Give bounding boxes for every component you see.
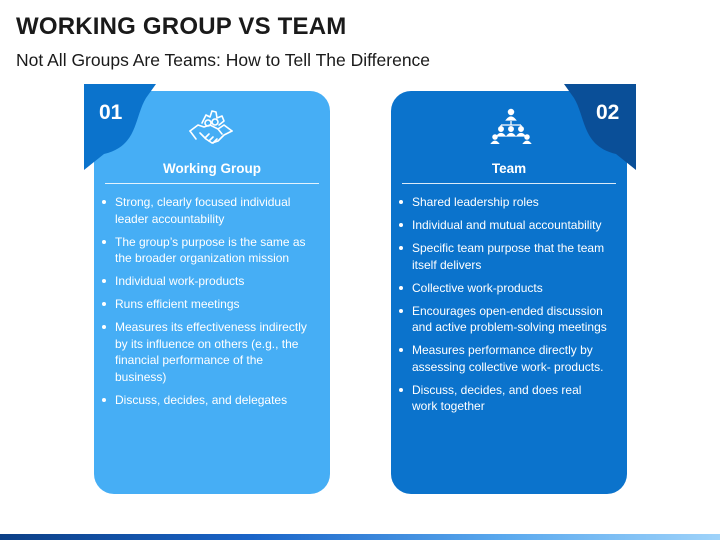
page-title: WORKING GROUP VS TEAM bbox=[16, 13, 347, 40]
bottom-accent-bar bbox=[0, 534, 720, 540]
list-item: Strong, clearly focused individual leade… bbox=[100, 194, 312, 227]
list-item: Runs efficient meetings bbox=[100, 296, 312, 313]
team-divider bbox=[402, 183, 616, 184]
working-group-points: Strong, clearly focused individual leade… bbox=[100, 194, 312, 415]
handshake-gear-icon bbox=[188, 107, 234, 154]
list-item: Discuss, decides, and does real work tog… bbox=[397, 382, 609, 415]
working-group-heading: Working Group bbox=[163, 161, 261, 176]
list-item: Measures its effectiveness indirectly by… bbox=[100, 319, 312, 385]
list-item: The group’s purpose is the same as the b… bbox=[100, 234, 312, 267]
team-number-tab bbox=[564, 84, 636, 170]
team-number: 02 bbox=[596, 101, 620, 124]
list-item: Collective work-products bbox=[397, 280, 609, 297]
team-hierarchy-icon bbox=[490, 108, 532, 149]
list-item: Specific team purpose that the team itse… bbox=[397, 240, 609, 273]
list-item: Individual work-products bbox=[100, 273, 312, 290]
list-item: Encourages open-ended discussion and act… bbox=[397, 303, 609, 336]
team-heading: Team bbox=[491, 161, 527, 176]
team-card bbox=[391, 91, 627, 494]
list-item: Shared leadership roles bbox=[397, 194, 609, 211]
team-points: Shared leadership roles Individual and m… bbox=[397, 194, 609, 421]
list-item: Individual and mutual accountability bbox=[397, 217, 609, 234]
working-group-number: 01 bbox=[99, 101, 123, 124]
working-group-divider bbox=[105, 183, 319, 184]
list-item: Measures performance directly by assessi… bbox=[397, 342, 609, 375]
working-group-card bbox=[94, 91, 330, 494]
list-item: Discuss, decides, and delegates bbox=[100, 392, 312, 409]
working-group-number-tab bbox=[84, 84, 156, 170]
page-subtitle: Not All Groups Are Teams: How to Tell Th… bbox=[16, 50, 431, 70]
